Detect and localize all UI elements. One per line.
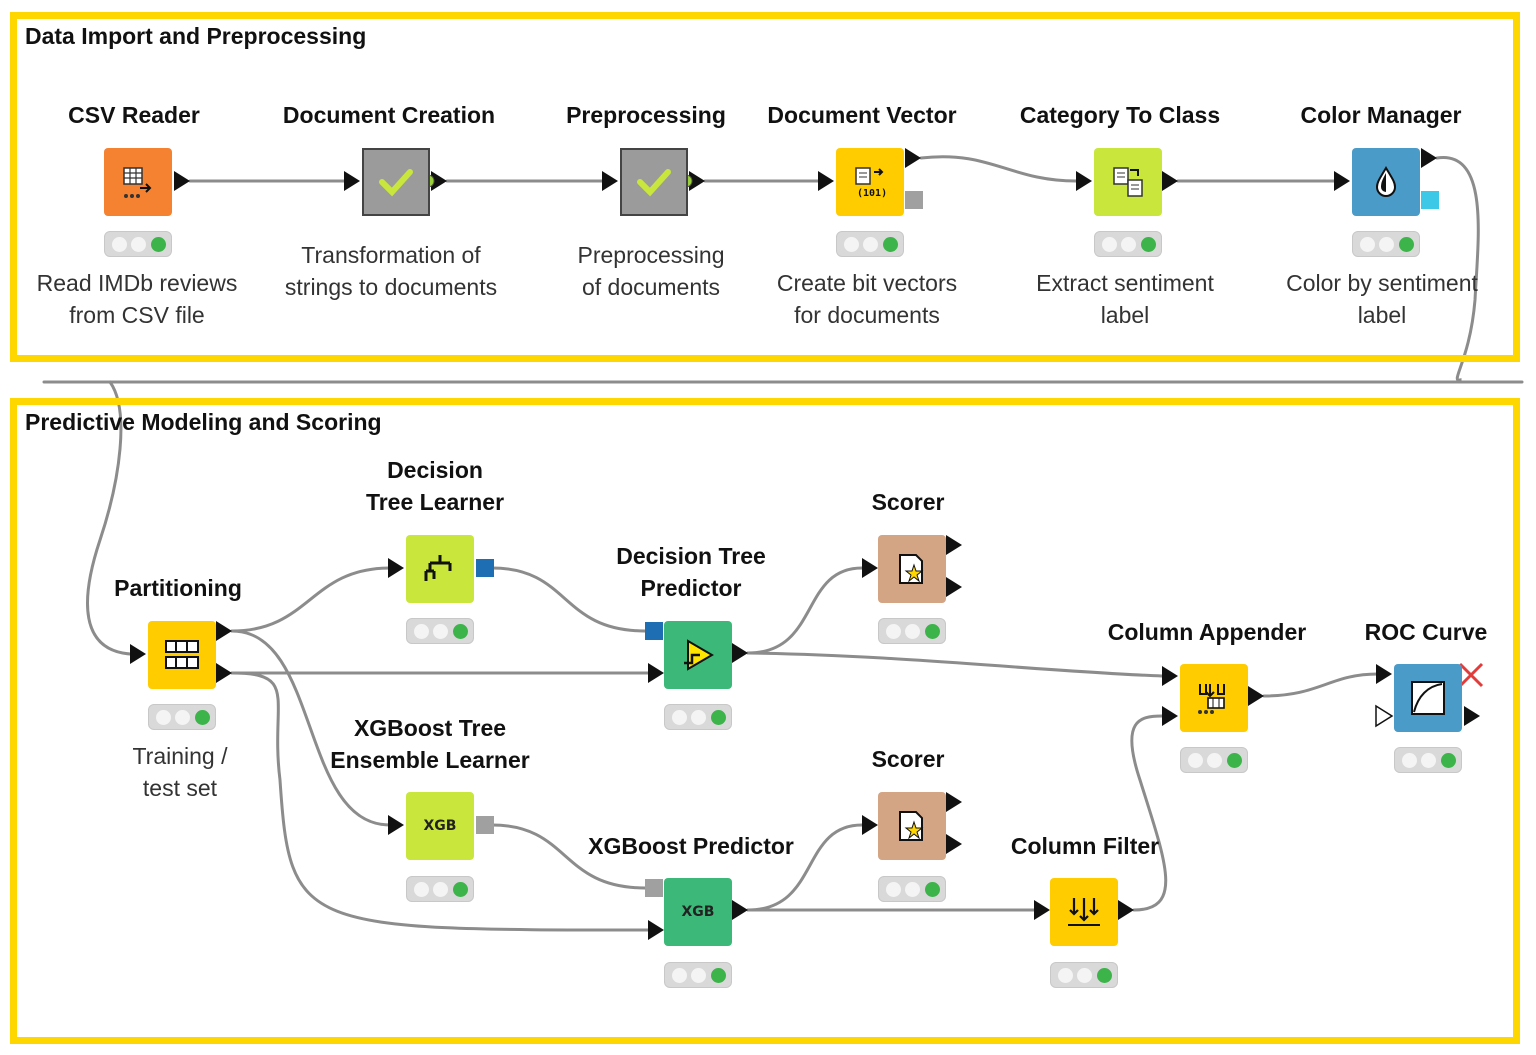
- node-annotation: Training /test set: [132, 743, 228, 801]
- metanode-check-icon: [637, 169, 671, 197]
- node-title: Document Vector: [767, 102, 957, 128]
- node-title: Scorer: [871, 489, 945, 515]
- csv-reader-icon: [123, 167, 152, 198]
- partitioning-icon: [165, 640, 199, 669]
- annotation-title: Predictive Modeling and Scoring: [25, 409, 382, 435]
- node-title: Color Manager: [1300, 102, 1462, 128]
- status-traffic-light: [406, 618, 474, 644]
- node-title: Partitioning: [114, 575, 242, 601]
- category-to-class-icon: [1113, 167, 1143, 197]
- node-document-vector[interactable]: (101): [836, 148, 904, 216]
- connection-xgbpredictor-to-scorer2: [746, 823, 864, 912]
- node-xgboost-predictor[interactable]: XGB: [664, 878, 732, 946]
- node-title: Preprocessing: [566, 102, 726, 128]
- predictor-icon: [684, 639, 714, 671]
- status-traffic-light: [836, 231, 904, 257]
- node-title: CSV Reader: [68, 102, 200, 128]
- tree-learner-icon: [424, 555, 452, 581]
- status-traffic-light: [406, 876, 474, 902]
- node-title: Scorer: [871, 746, 945, 772]
- connection-colormanager-to-partitioning: [1435, 156, 1480, 384]
- color-drop-icon: [1375, 166, 1397, 197]
- node-title: Category To Class: [1019, 102, 1221, 128]
- roc-curve-icon: [1411, 681, 1445, 715]
- node-title: XGBoost Predictor: [588, 833, 794, 859]
- xgb-predictor-icon: XGB: [681, 904, 715, 920]
- node-scorer-2[interactable]: [878, 792, 946, 860]
- node-column-filter[interactable]: [1050, 878, 1118, 946]
- connection-partitioning-to-xgblearner: [230, 629, 392, 827]
- node-decision-tree-learner[interactable]: [406, 535, 474, 603]
- connection-dtlearner-to-dtpredictor: [490, 566, 647, 633]
- annotation-predictive-modeling: Predictive Modeling and Scoring: [10, 398, 1520, 1044]
- connection-columnfilter-to-columnappender: [1130, 714, 1168, 912]
- node-column-appender[interactable]: [1180, 664, 1248, 732]
- status-traffic-light: [878, 876, 946, 902]
- node-partitioning[interactable]: [148, 621, 216, 689]
- status-traffic-light: [664, 962, 732, 988]
- connection-dtpredictor-to-scorer1: [746, 566, 864, 655]
- connection-xgblearner-to-xgbpredictor: [490, 823, 647, 890]
- node-xgboost-learner[interactable]: XGB: [406, 792, 474, 860]
- status-traffic-light: [1394, 747, 1462, 773]
- status-traffic-light: [104, 231, 172, 257]
- connection-docvector-to-categorytoclass: [919, 155, 1078, 183]
- status-traffic-light: [1050, 962, 1118, 988]
- node-title: Column Appender: [1107, 619, 1307, 645]
- annotation-data-import: Data Import and Preprocessing: [10, 12, 1520, 362]
- svg-text:(101): (101): [857, 188, 887, 199]
- metanode-check-icon: [379, 169, 413, 197]
- node-preprocessing[interactable]: [620, 148, 688, 216]
- scorer-icon: [899, 811, 924, 841]
- status-traffic-light: [1094, 231, 1162, 257]
- column-appender-icon: [1198, 684, 1225, 714]
- node-document-creation[interactable]: [362, 148, 430, 216]
- status-traffic-light: [878, 618, 946, 644]
- node-decision-tree-predictor[interactable]: [664, 621, 732, 689]
- annotation-title: Data Import and Preprocessing: [25, 23, 367, 49]
- document-vector-icon: (101): [855, 167, 887, 199]
- scorer-icon: [899, 554, 924, 584]
- connection-columnappender-to-roc: [1262, 672, 1380, 698]
- node-roc-curve[interactable]: [1394, 664, 1462, 732]
- status-traffic-light: [1180, 747, 1248, 773]
- node-category-to-class[interactable]: [1094, 148, 1162, 216]
- xgb-learner-icon: XGB: [423, 818, 457, 834]
- node-csv-reader[interactable]: [104, 148, 172, 216]
- connection-partitioning-to-xgbpredictor: [230, 671, 650, 932]
- status-traffic-light: [148, 704, 216, 730]
- connection-dtpredictor-to-columnappender: [746, 651, 1164, 678]
- connection-partitioning-to-dtlearner: [230, 566, 392, 633]
- node-title: Document Creation: [282, 102, 496, 128]
- status-traffic-light: [1352, 231, 1420, 257]
- node-title: ROC Curve: [1364, 619, 1488, 645]
- node-title: Column Filter: [1010, 833, 1160, 859]
- node-color-manager[interactable]: [1352, 148, 1420, 216]
- node-scorer-1[interactable]: [878, 535, 946, 603]
- column-filter-icon: [1068, 898, 1100, 926]
- status-traffic-light: [664, 704, 732, 730]
